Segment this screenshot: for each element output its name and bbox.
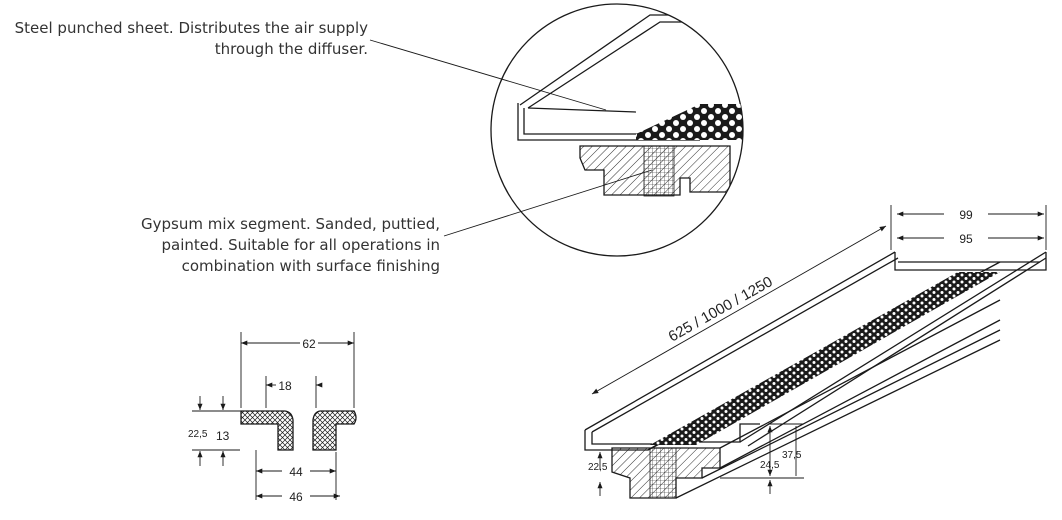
steel-sheet-line-2: through the diffuser. bbox=[214, 40, 368, 58]
dim-left-height: 22,5 bbox=[588, 462, 608, 473]
section-left-piece bbox=[240, 410, 294, 451]
dim-inner-width-iso: 95 bbox=[959, 232, 973, 246]
dim-right-inner-height: 24,5 bbox=[760, 460, 780, 471]
cross-section: 62 18 22,5 13 44 46 bbox=[188, 332, 357, 504]
dim-bottom-width: 46 bbox=[289, 490, 303, 504]
gypsum-line-2: painted. Suitable for all operations in bbox=[161, 236, 440, 254]
dim-height: 22,5 bbox=[188, 429, 208, 440]
dim-outer-width: 99 bbox=[959, 208, 973, 222]
gypsum-line-3: combination with surface finishing bbox=[181, 257, 440, 275]
steel-sheet-leader bbox=[369, 39, 607, 111]
dim-slot-gap: 18 bbox=[278, 379, 292, 393]
perforated-strip bbox=[650, 272, 1000, 445]
gypsum-callout: Gypsum mix segment. Sanded, puttied, pai… bbox=[141, 214, 440, 277]
dim-length: 625 / 1000 / 1250 bbox=[666, 273, 776, 345]
section-right-piece bbox=[312, 410, 357, 451]
dim-overall-width: 62 bbox=[302, 337, 316, 351]
detail-circle bbox=[490, 3, 744, 257]
steel-sheet-callout: Steel punched sheet. Distributes the air… bbox=[15, 18, 368, 60]
dim-inner-width: 44 bbox=[289, 465, 303, 479]
dim-right-outer-height: 37,5 bbox=[782, 450, 802, 461]
steel-sheet-line-1: Steel punched sheet. Distributes the air… bbox=[14, 19, 368, 37]
gypsum-line-1: Gypsum mix segment. Sanded, puttied, bbox=[141, 215, 440, 233]
isometric-view: 625 / 1000 / 1250 99 95 22,5 24,5 37,5 bbox=[584, 205, 1047, 499]
dim-lip-height: 13 bbox=[216, 429, 230, 443]
